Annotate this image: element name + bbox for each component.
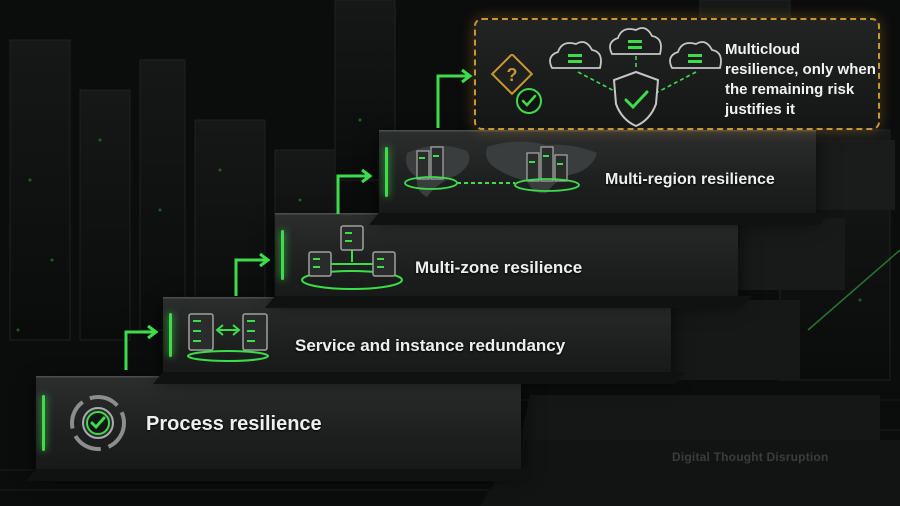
world-map-regions-icon	[404, 141, 597, 197]
arrow-step-4-to-top	[436, 68, 473, 128]
cloud-server-icon	[549, 27, 722, 128]
step-label: Process resilience	[146, 413, 322, 435]
step-multi-region-resilience: Multi-region resilience	[379, 130, 816, 213]
gear-check-icon	[70, 395, 126, 451]
arrow-step-3-to-4	[336, 168, 373, 214]
step-multi-zone-resilience: Multi-zone resilience	[275, 213, 738, 296]
server-failover-icon	[187, 313, 269, 362]
svg-text:?: ?	[507, 65, 518, 85]
step-service-instance-redundancy: Service and instance redundancy	[163, 297, 671, 372]
step-label: Multi-region resilience	[605, 171, 775, 188]
step-accent	[42, 395, 45, 451]
arrow-step-2-to-3	[234, 252, 271, 296]
step-accent	[169, 312, 172, 358]
step-label: Service and instance redundancy	[295, 336, 566, 355]
multicloud-card: ? Multicloud resilience, only when the	[474, 18, 880, 130]
zone-cluster-icon	[301, 225, 403, 290]
watermark: Digital Thought Disruption	[672, 450, 829, 464]
check-circle-icon	[516, 88, 542, 114]
arrow-step-1-to-2	[124, 324, 159, 370]
step-accent	[385, 147, 388, 197]
step-label: Multi-zone resilience	[415, 258, 583, 277]
question-diamond-icon: ?	[490, 54, 534, 96]
multicloud-label: Multicloud resilience, only when the rem…	[725, 41, 876, 118]
step-process-resilience: Process resilience	[36, 376, 521, 469]
step-accent	[281, 230, 284, 280]
